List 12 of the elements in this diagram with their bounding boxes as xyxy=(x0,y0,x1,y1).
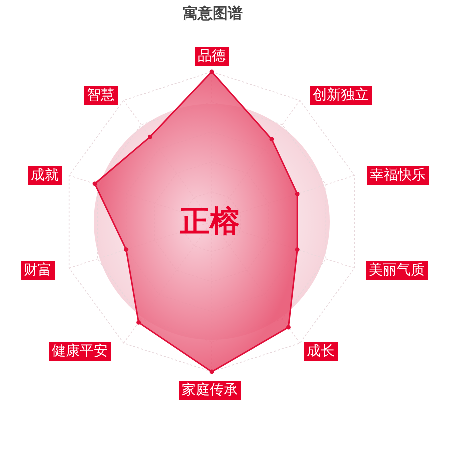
axis-label: 家庭传承 xyxy=(179,382,241,400)
axis-label: 财富 xyxy=(21,262,55,280)
axis-label: 成长 xyxy=(304,342,338,362)
axis-label: 幸福快乐 xyxy=(367,166,429,186)
axis-label: 智慧 xyxy=(84,86,118,106)
chart-title: 寓意图谱 xyxy=(183,4,243,24)
axis-label: 成就 xyxy=(28,166,62,186)
center-name-text: 正榕 xyxy=(180,204,240,242)
axis-label: 创新独立 xyxy=(310,86,372,106)
axis-label: 健康平安 xyxy=(49,342,111,362)
axis-label: 品德 xyxy=(195,48,229,66)
axis-label: 美丽气质 xyxy=(366,262,428,280)
